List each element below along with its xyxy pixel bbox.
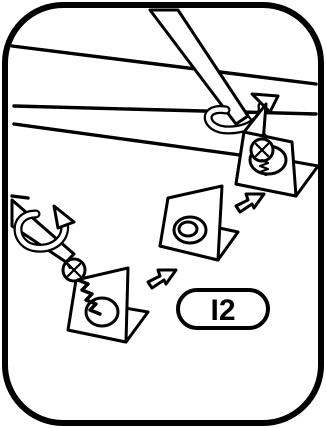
step-number: I2	[210, 294, 235, 327]
panel-frame	[5, 5, 321, 423]
step-badge: I2	[178, 290, 268, 328]
